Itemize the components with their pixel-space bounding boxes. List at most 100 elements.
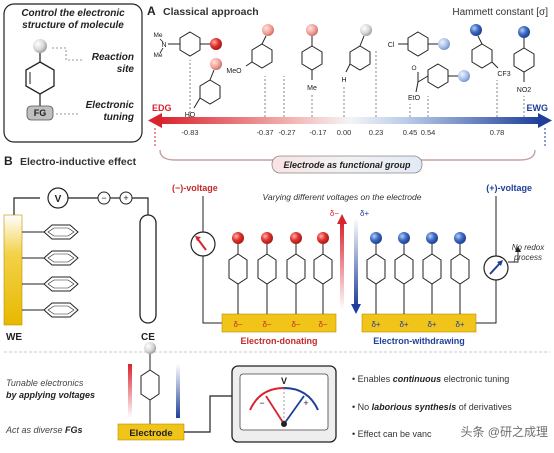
- fg-badge: [26, 105, 54, 121]
- delta-plus: δ+: [371, 320, 380, 329]
- delta-plus: δ+: [399, 320, 408, 329]
- molecule-no2: NO2: [513, 26, 535, 94]
- sub-n: N: [161, 42, 166, 49]
- sub-me-1: Me: [153, 32, 162, 39]
- ce-label: CE: [141, 332, 155, 343]
- donating-molecules: [228, 232, 333, 314]
- bottom-red-arrow: [128, 364, 132, 418]
- delta-minus: δ−: [262, 320, 271, 329]
- we-label: WE: [6, 332, 22, 343]
- meter-plus: +: [303, 398, 308, 408]
- control-title-1: Control the electronic: [21, 8, 125, 19]
- electrode-group-label: Electrode as functional group: [283, 160, 411, 170]
- tick-label: 0.78: [490, 128, 505, 137]
- meter-minus: −: [259, 398, 264, 408]
- control-title-2: structure of molecule: [22, 20, 124, 31]
- tick-label: 0.45: [403, 128, 418, 137]
- withdrawing-electrode-bar: [361, 313, 477, 333]
- sub-cf3: CF3: [497, 71, 510, 78]
- hammett-title: Hammett constant [σ]: [452, 7, 548, 18]
- tick-label: 0.00: [337, 128, 352, 137]
- delta-plus: δ+: [427, 320, 436, 329]
- neg-voltage-label: (−)-voltage: [172, 183, 218, 193]
- molecule-cl: Cl: [388, 31, 450, 57]
- ewg-label: EWG: [527, 103, 549, 113]
- tick-label: -0.83: [181, 128, 198, 137]
- withdrawing-molecules: [366, 232, 470, 314]
- delta-minus-arrow: [340, 222, 344, 310]
- watermark: 头条 @研之成理: [460, 425, 548, 439]
- delta-plus-top: δ+: [360, 209, 369, 218]
- electronic-tuning-label-2: tuning: [103, 112, 134, 123]
- varying-voltages-note: Varying different voltages on the electr…: [263, 192, 422, 202]
- reaction-ball: [438, 38, 450, 50]
- panel-b-title: Electro-inductive effect: [20, 156, 137, 168]
- hammett-scale-bar: [160, 117, 540, 124]
- reaction-site-label-1: Reaction: [92, 52, 134, 63]
- bottom-blue-arrow: [176, 364, 180, 418]
- electrode-group-pill: [271, 155, 423, 174]
- meter-needle-red: [265, 395, 285, 425]
- tick-label: 0.23: [369, 128, 384, 137]
- panel-b: B Electro-inductive effect V − + WE: [3, 154, 545, 346]
- panel-a-title: Classical approach: [163, 6, 259, 18]
- pos-voltage-label: (+)-voltage: [486, 183, 532, 193]
- working-electrode[interactable]: [3, 214, 23, 326]
- molecule-cf3: CF3: [470, 24, 511, 78]
- ewg-arrowhead: [538, 113, 552, 128]
- molecule-ome: MeO: [226, 24, 274, 75]
- reaction-ball: [210, 38, 222, 50]
- neg-gauge: [190, 231, 216, 257]
- delta-minus-top: δ−: [330, 209, 339, 218]
- delta-minus: δ−: [233, 320, 242, 329]
- no-redox-2: process: [513, 253, 542, 262]
- counter-electrode[interactable]: [139, 214, 157, 324]
- we-molecules: [22, 224, 79, 318]
- meter-v-label: V: [281, 376, 287, 386]
- delta-plus-arrow: [354, 218, 358, 306]
- watermark-backing: [436, 418, 552, 442]
- reaction-ball: [518, 26, 530, 38]
- bullet-2: • No laborious synthesis of derivatives: [352, 402, 512, 412]
- electron-withdrawing-label: Electron-withdrawing: [373, 336, 465, 346]
- reaction-ball: [262, 24, 274, 36]
- control-box: Control the electronic structure of mole…: [3, 3, 143, 143]
- reaction-ball: [470, 24, 482, 36]
- tunable-line-2: by applying voltages: [6, 390, 95, 400]
- reaction-site-ball: [33, 39, 47, 53]
- svg-text:O: O: [411, 65, 416, 72]
- reaction-ball: [360, 24, 372, 36]
- bottom-reaction-ball: [144, 342, 156, 354]
- electronic-tuning-label-1: Electronic: [86, 100, 135, 111]
- delta-minus: δ−: [291, 320, 300, 329]
- sub-me: Me: [307, 85, 317, 92]
- meter-blue-arc: [283, 387, 319, 411]
- reaction-ball: [306, 24, 318, 36]
- molecule-me: Me: [301, 24, 323, 92]
- delta-minus: δ−: [318, 320, 327, 329]
- tick-label: -0.37: [256, 128, 273, 137]
- bottom-section: Tunable electronics by applying voltages…: [5, 342, 552, 443]
- bullet-1: • Enables continuous electronic tuning: [352, 374, 509, 384]
- tunable-line-1: Tunable electronics: [6, 378, 84, 388]
- sub-no2: NO2: [517, 87, 532, 94]
- sub-cl: Cl: [388, 42, 395, 49]
- edg-label: EDG: [152, 103, 172, 113]
- bullet-3: • Effect can be vanc: [352, 429, 432, 439]
- molecule-h: H: [341, 24, 372, 84]
- molecule-ester: O EtO: [408, 63, 470, 102]
- reaction-ball: [458, 70, 470, 82]
- reaction-site-label-2: site: [117, 64, 135, 75]
- sub-meo: MeO: [226, 68, 242, 75]
- sub-h: H: [341, 77, 346, 84]
- voltmeter-v: V: [55, 194, 62, 205]
- donating-electrode-bar: [221, 313, 337, 333]
- sub-me-2: Me: [153, 52, 162, 59]
- panel-a: A Classical approach Hammett constant [σ…: [147, 4, 552, 174]
- panel-a-letter: A: [147, 4, 156, 18]
- terminal-minus: −: [101, 193, 106, 203]
- terminal-plus: +: [123, 193, 128, 203]
- tick-label: 0.54: [421, 128, 436, 137]
